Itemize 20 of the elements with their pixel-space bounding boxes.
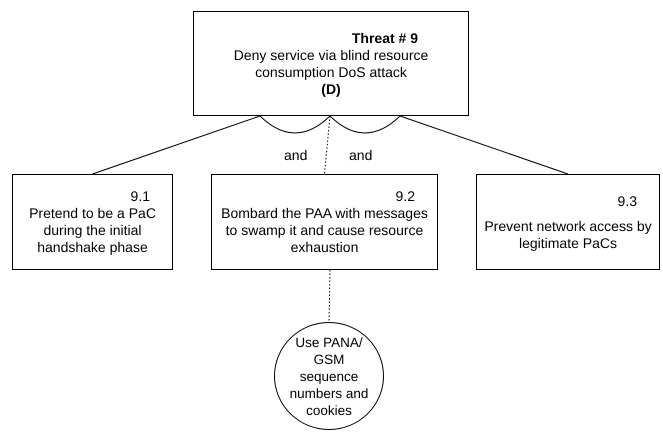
connector-line [400, 116, 568, 174]
node-number: 9.3 [618, 192, 637, 210]
node-text: Prevent network access by legitimate PaCs [483, 218, 653, 252]
dotted-connector [328, 270, 330, 322]
node-text: Use PANA/ GSM sequence numbers and cookies [288, 334, 370, 418]
node-text: Pretend to be a PaC during the initial handshake phase [28, 205, 157, 256]
node-number: 9.1 [130, 188, 150, 205]
and-label: and [347, 147, 374, 163]
subthreat-box [12, 174, 173, 270]
connector-line [92, 116, 260, 174]
node-number: 9.2 [396, 188, 415, 205]
node-text: (D) [321, 80, 341, 98]
dotted-connector [324, 116, 330, 174]
threat-box [193, 11, 469, 116]
node-text: Bombard the PAA with messages to swamp it and cause resource exhaustion [220, 205, 429, 256]
threat-title: Threat # 9 [352, 30, 418, 46]
node-text: Deny service via blind resource consumption DoS attack [232, 46, 430, 80]
and-label: and [282, 147, 310, 163]
subthreat-box [476, 174, 660, 270]
subthreat-box [211, 174, 438, 270]
